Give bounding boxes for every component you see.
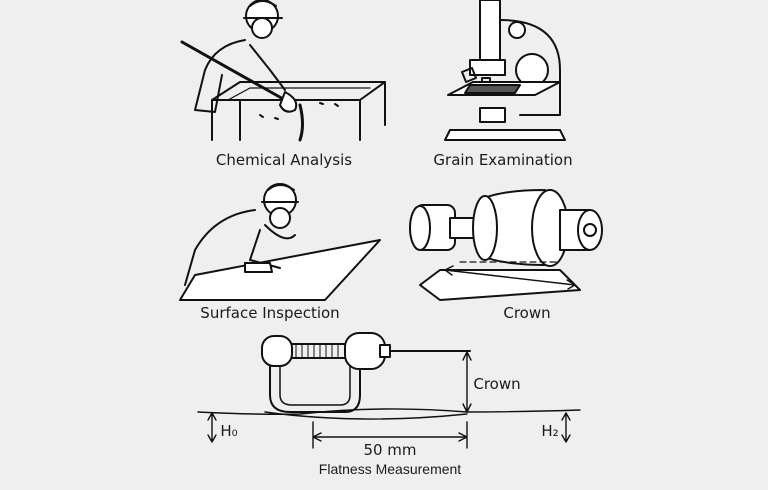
clamp-illustration	[261, 332, 471, 413]
flatness-dimensions	[197, 351, 581, 449]
crown-roller-illustration	[409, 189, 603, 301]
distance-label: 50 mm	[363, 441, 417, 459]
microscope-illustration	[444, 0, 566, 141]
surface-inspection-illustration	[179, 183, 381, 301]
flatness-measurement-title: Flatness Measurement	[318, 461, 462, 477]
chemical-analysis-label: Chemical Analysis	[215, 151, 353, 169]
crown-label: Crown	[503, 304, 551, 322]
h0-label: H₀	[220, 422, 238, 440]
flatness-crown-label: Crown	[473, 375, 521, 393]
chemical-analysis-illustration	[180, 0, 386, 142]
h2-label: H₂	[541, 422, 559, 440]
surface-inspection-label: Surface Inspection	[200, 304, 340, 322]
grain-examination-label: Grain Examination	[433, 151, 573, 169]
